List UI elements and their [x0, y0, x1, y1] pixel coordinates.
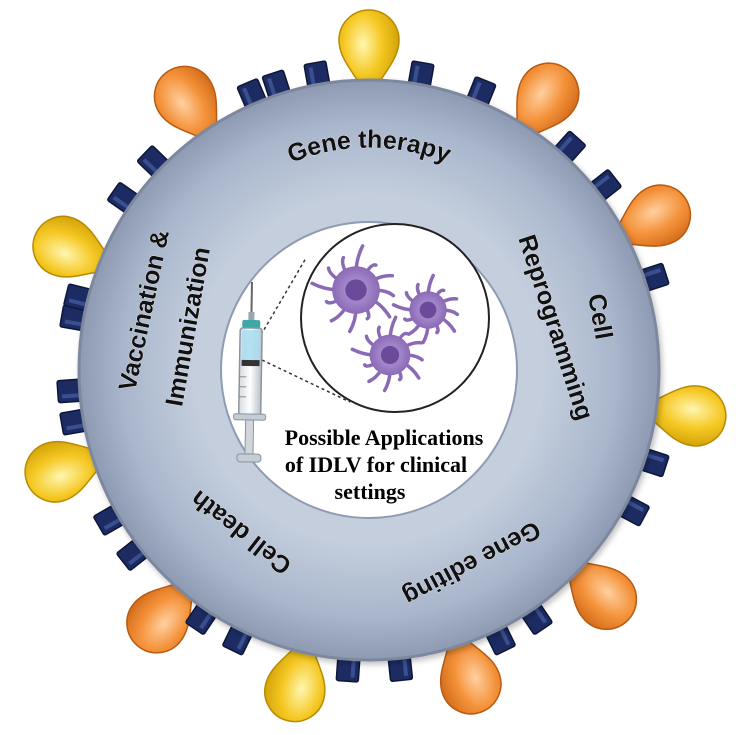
cells-magnified-view	[257, 223, 490, 413]
syringe-icon	[233, 281, 267, 463]
center-title-line2: of IDLV for clinical	[285, 452, 467, 477]
dendritic-cell-icon	[310, 244, 460, 393]
center-title-line3: settings	[335, 479, 406, 504]
dendritic-cell-icon	[310, 244, 396, 334]
center-title-line1: Possible Applications	[285, 425, 484, 450]
spike-icon	[338, 9, 400, 109]
dendritic-cell-icon	[391, 273, 460, 345]
dendritic-cell-icon	[350, 315, 424, 393]
spike-icon	[628, 385, 727, 447]
center-title: Possible Applications of IDLV for clinic…	[285, 425, 484, 504]
